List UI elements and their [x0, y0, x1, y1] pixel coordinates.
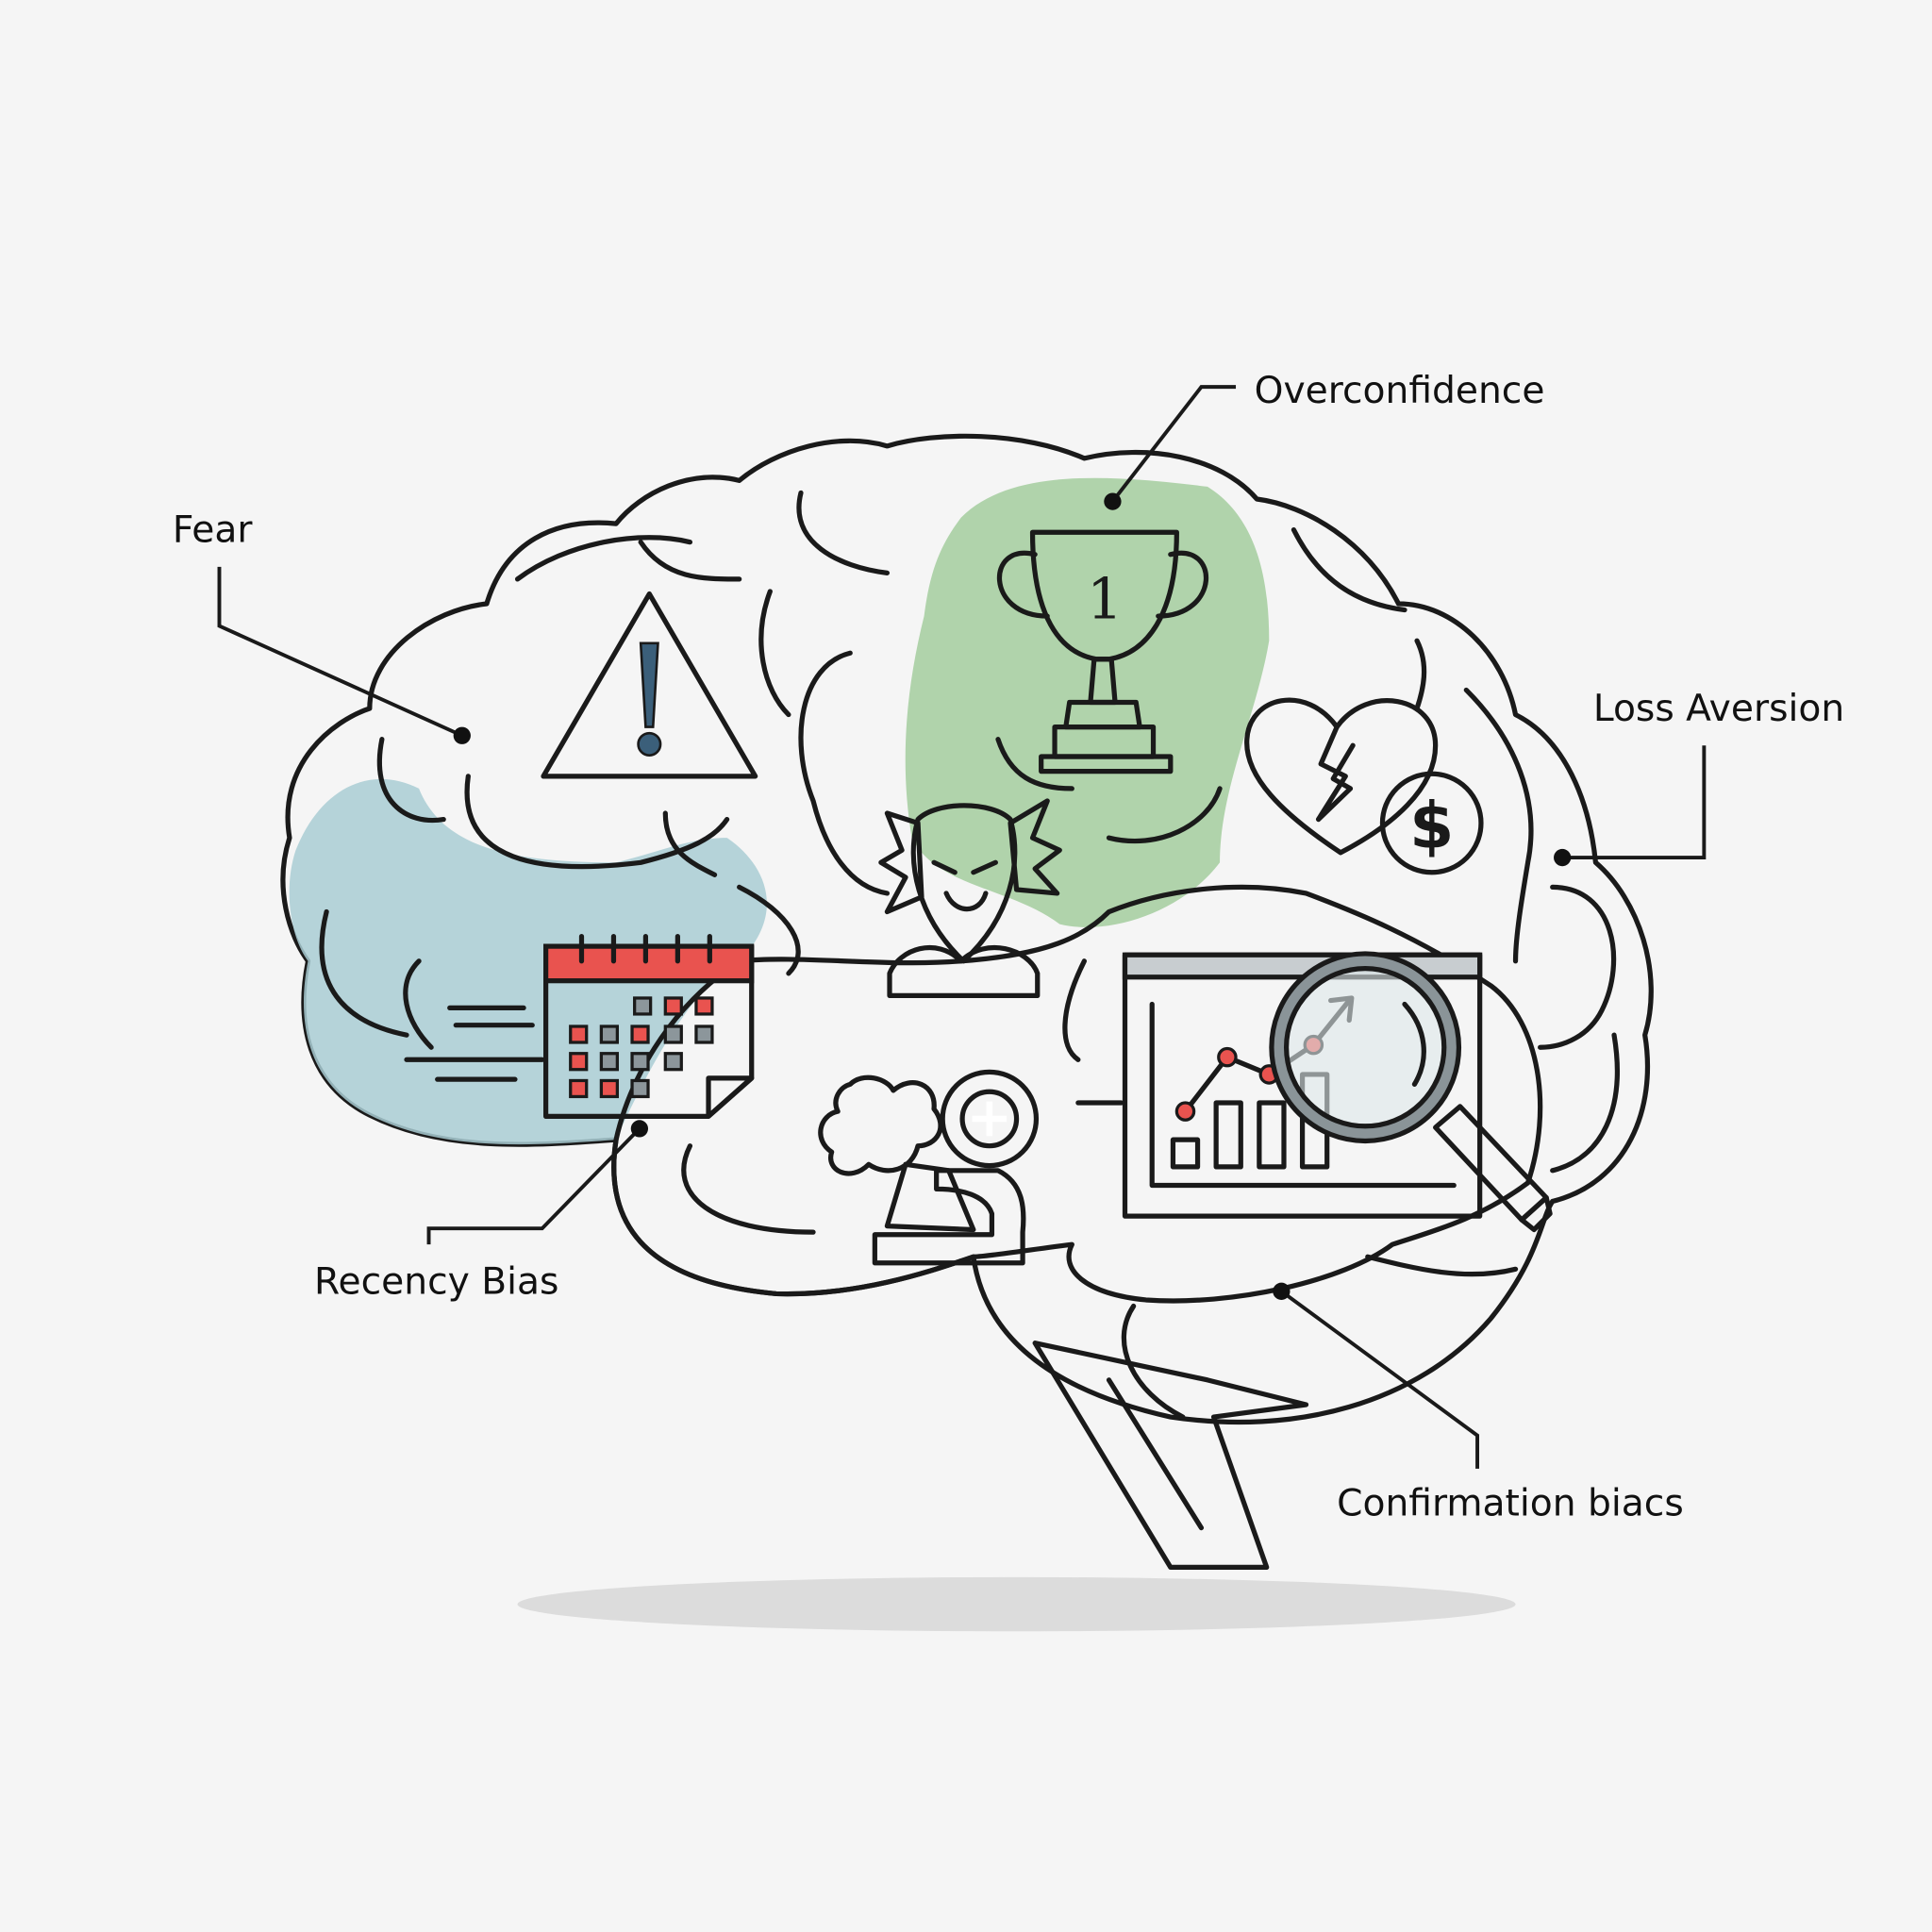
angry-person-icon: [878, 798, 1062, 998]
ground-shadow: [517, 1576, 1516, 1632]
calendar-icon: [404, 934, 755, 1119]
trophy-rank: 1: [1087, 567, 1123, 633]
magnifier-icon: [1269, 951, 1553, 1233]
leader-lines: [217, 385, 1707, 1469]
label-confirmation-bias: Confirmation biacs: [1337, 1483, 1684, 1525]
label-recency-bias: Recency Bias: [314, 1260, 558, 1303]
label-overconfidence: Overconfidence: [1255, 370, 1545, 412]
label-fear: Fear: [173, 509, 253, 552]
brain-folds: [319, 490, 1620, 1420]
coin-symbol: $: [1409, 790, 1454, 864]
brainstem: [1032, 1341, 1309, 1570]
dollar-coin-icon: $: [1379, 771, 1484, 875]
label-loss-aversion: Loss Aversion: [1593, 688, 1844, 730]
warning-triangle-icon: [541, 591, 758, 779]
gear-icon: [818, 1069, 1040, 1266]
broken-heart-icon: [1244, 697, 1439, 856]
trophy-icon: 1: [996, 529, 1209, 774]
